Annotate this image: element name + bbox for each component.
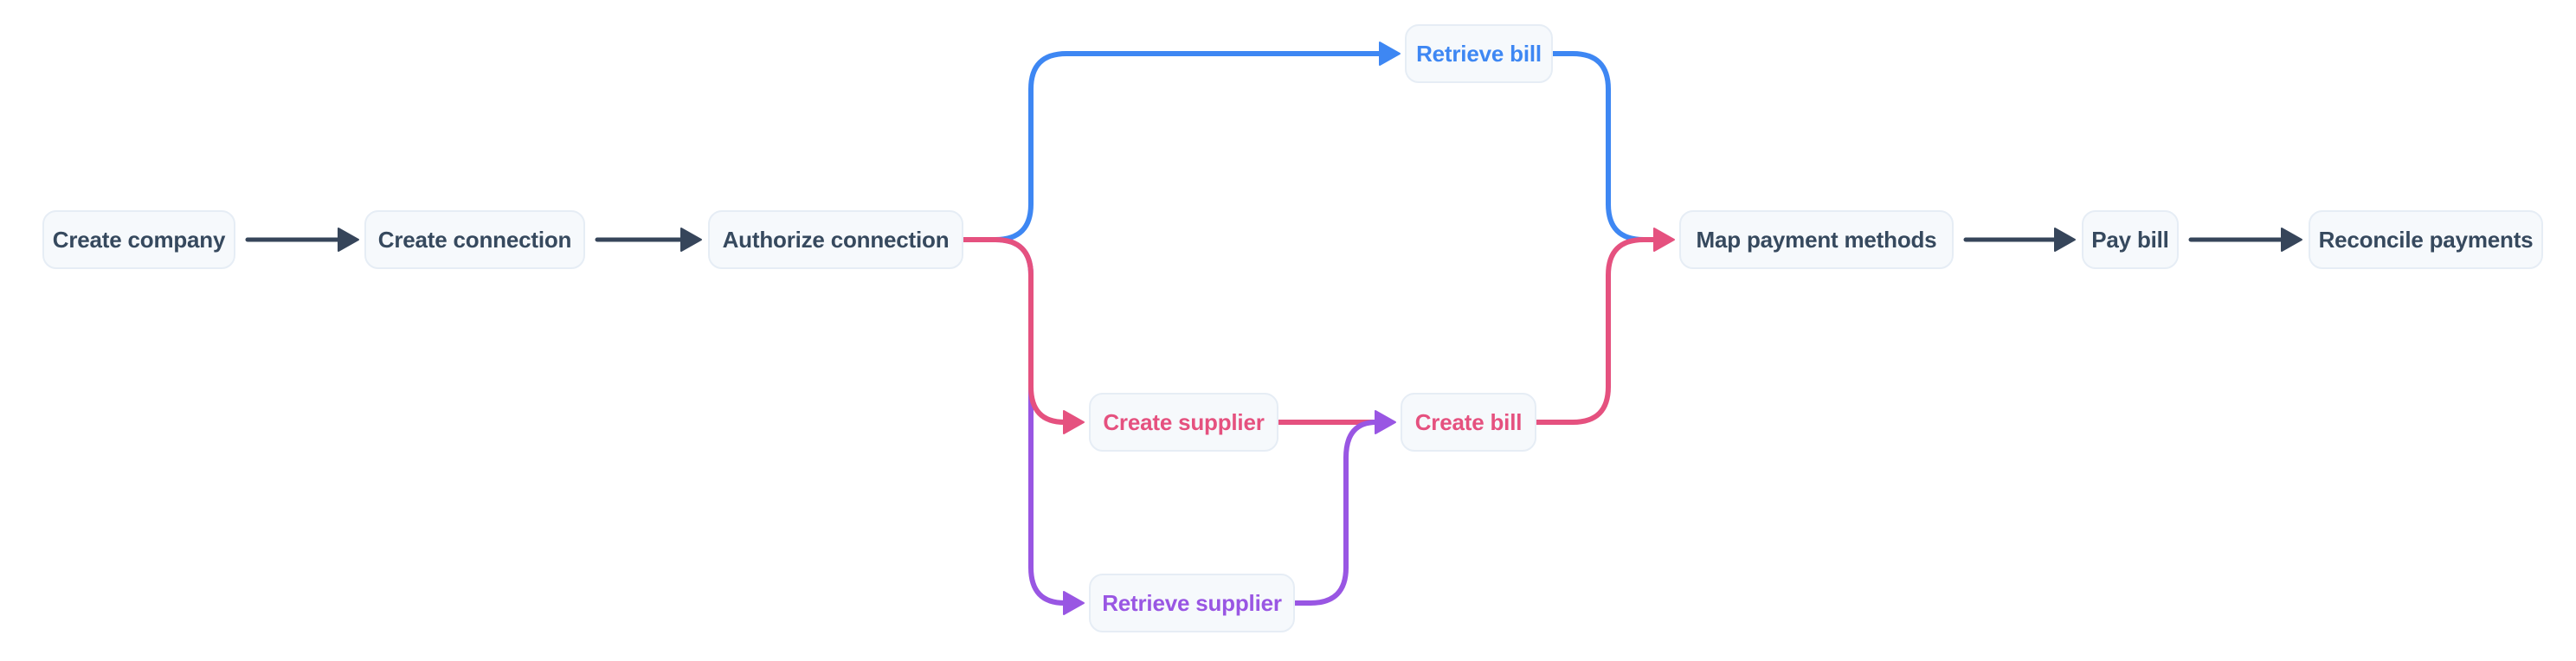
node-label-authorize-connection: Authorize connection (722, 226, 950, 253)
edge-authorize-to-createsupplier (961, 237, 1067, 425)
edge-createbill-to-map (1534, 237, 1658, 425)
node-label-retrieve-supplier: Retrieve supplier (1102, 589, 1282, 616)
node-label-create-supplier: Create supplier (1103, 408, 1265, 435)
arrowhead-createbill-to-map (1653, 228, 1675, 252)
arrowhead-paybill-to-reconcile (2281, 228, 2302, 252)
arrowhead-map-to-paybill (2054, 228, 2076, 252)
node-label-pay-bill: Pay bill (2091, 226, 2169, 253)
edge-retrievesupplier-to-createbill (1292, 420, 1379, 606)
node-label-map-payment-methods: Map payment methods (1696, 226, 1937, 253)
edge-authorize-to-retrievebill (961, 51, 1383, 242)
node-reconcile-payments[interactable]: Reconcile payments (2309, 210, 2543, 269)
arrowhead-retrievesupplier-to-createbill (1375, 410, 1396, 434)
node-label-reconcile-payments: Reconcile payments (2318, 226, 2534, 253)
node-label-create-company: Create company (52, 226, 226, 253)
arrowhead-authorize-to-createsupplier (1063, 410, 1085, 434)
edge-retrievebill-to-map (1550, 51, 1654, 242)
node-retrieve-supplier[interactable]: Retrieve supplier (1089, 574, 1295, 632)
node-label-retrieve-bill: Retrieve bill (1416, 40, 1542, 67)
arrowhead-connection-to-authorize (680, 228, 702, 252)
arrowhead-authorize-to-retrievesupplier (1063, 591, 1085, 615)
node-retrieve-bill[interactable]: Retrieve bill (1405, 24, 1553, 83)
node-create-company[interactable]: Create company (42, 210, 235, 269)
node-authorize-connection[interactable]: Authorize connection (708, 210, 963, 269)
node-label-create-connection: Create connection (377, 226, 572, 253)
arrowhead-authorize-to-retrievebill (1379, 42, 1401, 66)
node-create-connection[interactable]: Create connection (364, 210, 585, 269)
node-label-create-bill: Create bill (1414, 408, 1523, 435)
arrowhead-company-to-connection (338, 228, 359, 252)
node-create-bill[interactable]: Create bill (1401, 393, 1536, 452)
node-pay-bill[interactable]: Pay bill (2082, 210, 2179, 269)
node-create-supplier[interactable]: Create supplier (1089, 393, 1278, 452)
node-map-payment-methods[interactable]: Map payment methods (1679, 210, 1954, 269)
